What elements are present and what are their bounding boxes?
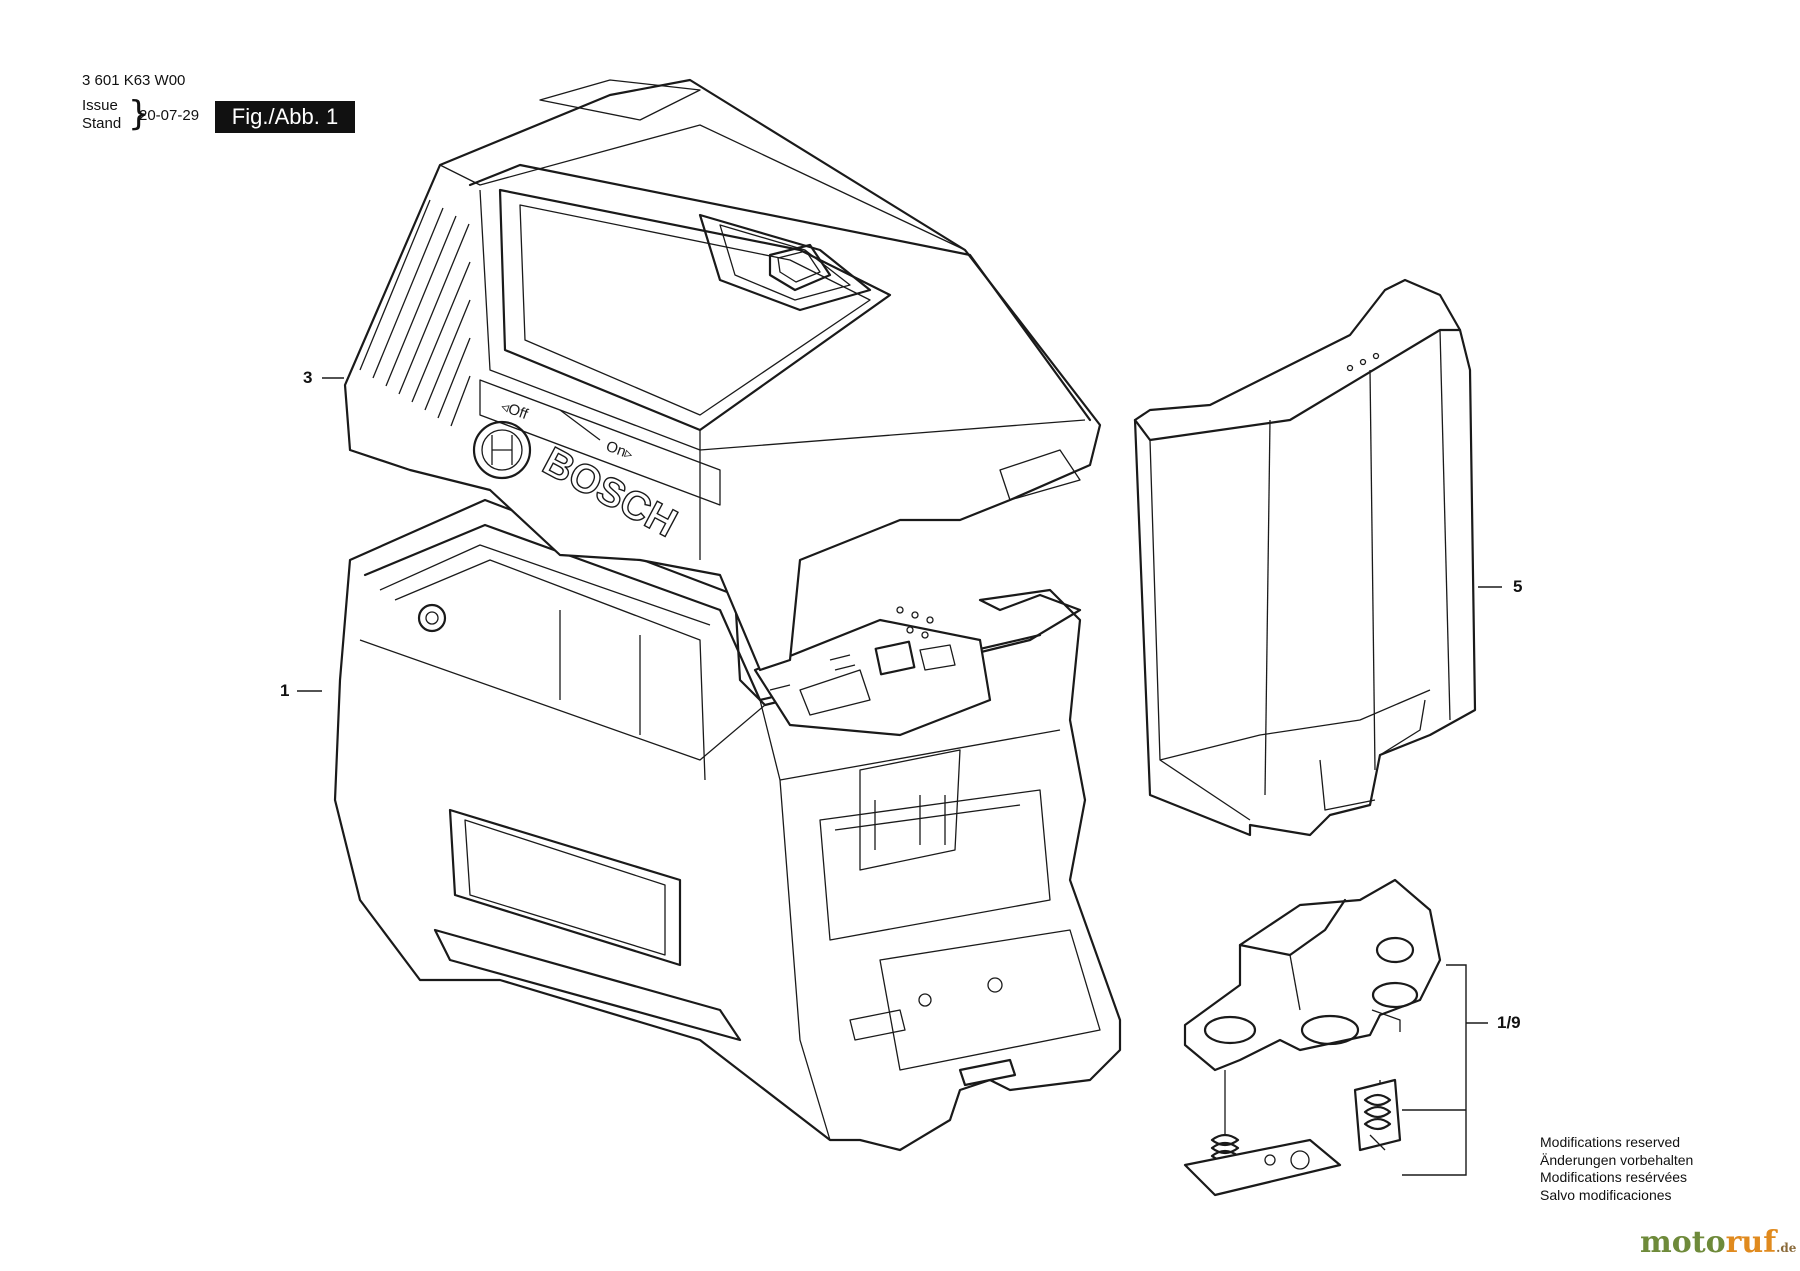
- bosch-armature-logo: [472, 420, 532, 480]
- part-1-housing: [333, 498, 1122, 1152]
- stand-label: Stand: [82, 115, 122, 132]
- callout-1-9: 1/9: [1497, 1013, 1521, 1032]
- part-3-top-cap: ◃Off On▹ BOSCH: [343, 78, 1102, 672]
- notice-de: Änderungen vorbehalten: [1540, 1151, 1694, 1168]
- callout-1: 1: [280, 681, 290, 700]
- watermark-logo: motoruf.de: [1640, 1225, 1796, 1260]
- watermark-suffix: .de: [1776, 1241, 1797, 1255]
- callout-5: 5: [1513, 577, 1523, 596]
- issue-date: 20-07-29: [139, 107, 200, 124]
- watermark-part-2: ruf: [1725, 1225, 1777, 1260]
- notice-fr: Modifications resérvées: [1540, 1169, 1688, 1185]
- issue-brace: }: [128, 94, 150, 134]
- issue-label: Issue: [82, 97, 118, 114]
- watermark-part-1: moto: [1640, 1225, 1726, 1260]
- part-5-battery-cover: [1133, 278, 1477, 837]
- part-1-9-contact-assembly: [1183, 878, 1442, 1197]
- notice-en: Modifications reserved: [1540, 1134, 1681, 1150]
- leader-lines: [297, 377, 1502, 1176]
- issue-labels: Issue Stand: [82, 97, 121, 133]
- notice-es: Salvo modificaciones: [1540, 1186, 1672, 1203]
- callout-3: 3: [303, 368, 313, 387]
- figure-label: Fig./Abb. 1: [215, 101, 355, 133]
- modifications-notice: Modifications reserved Änderungen vorbeh…: [1540, 1134, 1693, 1204]
- part-number: 3 601 K63 W00: [82, 72, 186, 89]
